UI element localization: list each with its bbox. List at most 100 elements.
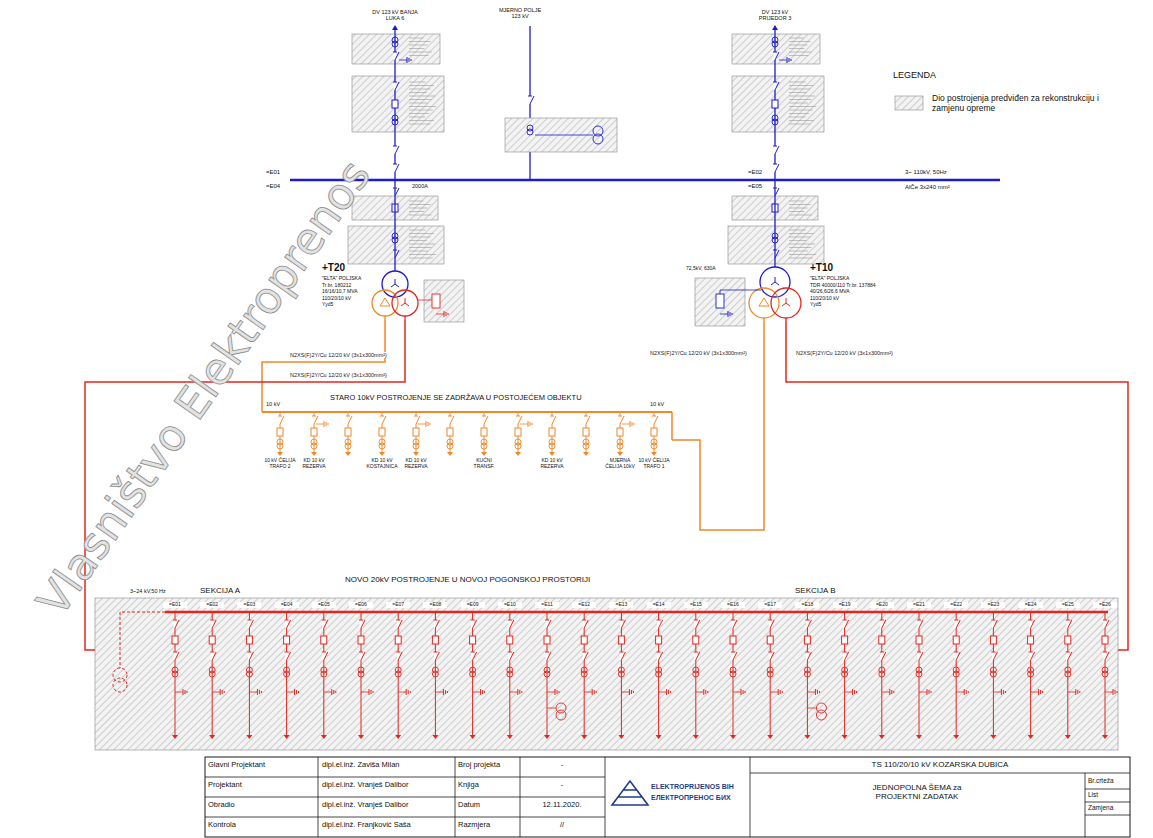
bay-code: =E18 bbox=[795, 602, 819, 608]
bay-code: =E04 bbox=[266, 183, 280, 190]
switchgear-node: NOVO 20kV POSTROJENJE U NOVOJ POGONSKOJ … bbox=[95, 575, 1118, 750]
disconnector-symbol bbox=[547, 652, 551, 660]
disconnector-symbol bbox=[324, 652, 328, 660]
cable-end bbox=[656, 735, 662, 739]
transformer-node: +T20"ELTA" POLJSKATr.br. 18021216/16/10,… bbox=[320, 262, 420, 320]
cable-end bbox=[379, 452, 385, 456]
title-field: Projektant bbox=[208, 781, 242, 790]
disconnector-symbol bbox=[775, 52, 779, 60]
disconnector-contact bbox=[773, 146, 777, 147]
disconnector-contact bbox=[247, 620, 251, 621]
cable-end bbox=[953, 735, 959, 739]
cable-end bbox=[515, 452, 521, 456]
disconnector-contact bbox=[805, 652, 809, 653]
disconnector-symbol bbox=[696, 620, 700, 628]
breaker-symbol bbox=[345, 428, 351, 436]
bay-wire bbox=[394, 180, 395, 271]
current-transformer bbox=[916, 671, 922, 677]
transformer-winding bbox=[771, 288, 801, 318]
voltage-transformer bbox=[113, 678, 127, 692]
disconnector-contact bbox=[917, 652, 921, 653]
vt-lead bbox=[535, 135, 593, 136]
cable-connector bbox=[786, 322, 1128, 650]
current-transformer bbox=[804, 671, 810, 677]
neutral-lead bbox=[720, 290, 745, 291]
bay-code: =E06 bbox=[349, 602, 373, 608]
bay-wire bbox=[881, 612, 882, 735]
hatched-area bbox=[352, 76, 444, 132]
fine-print-mark bbox=[409, 106, 436, 107]
earth-symbol bbox=[889, 689, 890, 695]
breaker-symbol bbox=[395, 636, 401, 644]
title-value: dipl.el.inž. Franjković Saša bbox=[322, 821, 411, 830]
earth-symbol bbox=[856, 691, 857, 693]
earth-symbol bbox=[1038, 689, 1039, 695]
disconnector-contact bbox=[768, 652, 772, 653]
earth-symbol bbox=[557, 690, 558, 694]
current-transformer bbox=[311, 443, 317, 449]
earth-symbol bbox=[1001, 689, 1002, 695]
earth-symbol bbox=[326, 422, 327, 426]
cable-end bbox=[617, 452, 623, 456]
feeder-name: KD 10 kV REZERVA bbox=[536, 458, 568, 470]
earth-lead bbox=[956, 692, 964, 693]
bay-code: =E12 bbox=[572, 602, 596, 608]
fine-print-mark bbox=[789, 85, 814, 86]
breaker-symbol bbox=[1065, 636, 1071, 644]
line-name: DV 123 kV BANJA LUKA 6 bbox=[372, 9, 418, 22]
earth-symbol bbox=[328, 423, 329, 425]
disconnector-symbol bbox=[733, 652, 737, 660]
bay-wire bbox=[919, 612, 920, 735]
fine-print-mark bbox=[789, 251, 808, 252]
earth-symbol bbox=[596, 691, 597, 693]
disconnector-contact bbox=[991, 652, 995, 653]
cable-end bbox=[581, 735, 587, 739]
title-value: 12.11.2020. bbox=[522, 801, 602, 810]
disconnector-contact bbox=[954, 652, 958, 653]
earth-symbol bbox=[187, 691, 188, 693]
breaker-symbol bbox=[1102, 636, 1108, 644]
fine-print-mark bbox=[789, 215, 812, 216]
disconnector-contact bbox=[582, 620, 586, 621]
disconnector-symbol bbox=[249, 652, 253, 660]
current-transformer bbox=[413, 443, 419, 449]
current-transformer bbox=[277, 443, 283, 449]
disconnector-symbol bbox=[882, 652, 886, 660]
current-transformer bbox=[1065, 671, 1071, 677]
earth-symbol bbox=[891, 690, 892, 694]
current-transformer bbox=[617, 443, 623, 449]
cable-end bbox=[246, 735, 252, 739]
voltage-level: 10 kV bbox=[650, 401, 664, 407]
current-transformer bbox=[879, 671, 885, 677]
title-field: Broj projekta bbox=[458, 761, 500, 770]
current-transformer bbox=[358, 671, 364, 677]
earth-symbol bbox=[528, 421, 529, 427]
vt-lead bbox=[120, 612, 165, 613]
cable-end bbox=[311, 452, 317, 456]
breaker-symbol bbox=[447, 428, 453, 436]
bay-code: =E21 bbox=[907, 602, 931, 608]
title-field: Glavni Projektant bbox=[208, 761, 265, 770]
disconnector-symbol bbox=[324, 620, 328, 628]
earth-symbol bbox=[555, 689, 556, 695]
earth-symbol bbox=[730, 312, 731, 316]
earth-symbol bbox=[259, 690, 260, 694]
cable-end bbox=[507, 735, 513, 739]
cable-end bbox=[321, 735, 327, 739]
earth-symbol bbox=[852, 689, 853, 695]
current-transformer bbox=[772, 41, 778, 47]
busbar-110kv bbox=[290, 179, 1000, 182]
disconnector-contact bbox=[210, 620, 214, 621]
bay-code: =E10 bbox=[498, 602, 522, 608]
fine-print-mark bbox=[789, 237, 810, 238]
disconnector-contact bbox=[545, 652, 549, 653]
auxiliary-transformer bbox=[816, 710, 826, 720]
bay-wire bbox=[956, 612, 957, 735]
earth-symbol bbox=[705, 690, 706, 694]
earth-symbol bbox=[410, 691, 411, 693]
disconnector-contact bbox=[433, 620, 437, 621]
bay-wire bbox=[398, 612, 399, 735]
fine-print-mark bbox=[409, 48, 424, 49]
bay-code: =E16 bbox=[721, 602, 745, 608]
disconnector-contact bbox=[731, 652, 735, 653]
